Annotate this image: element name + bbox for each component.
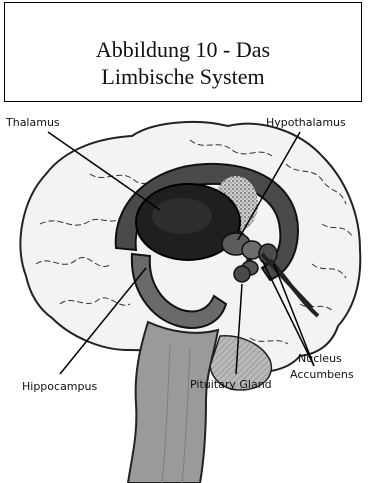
brain-diagram: Thalamus Hypothalamus Nucleus Accumbens … [0,104,368,483]
label-thalamus: Thalamus [5,116,60,129]
pituitary-shape [234,266,250,282]
label-nucleus: Nucleus [298,352,342,365]
caption-line-1: Abbildung 10 - Das [96,36,270,63]
caption-line-2: Limbische System [101,63,264,90]
label-accumbens: Accumbens [290,368,354,381]
label-hippocampus: Hippocampus [22,380,97,393]
brainstem-shape [128,322,218,483]
label-pituitary-gland: Pituitary Gland [190,378,272,391]
figure-caption-box: Abbildung 10 - Das Limbische System [4,2,362,102]
label-hypothalamus: Hypothalamus [266,116,346,129]
brain-illustration: Thalamus Hypothalamus Nucleus Accumbens … [0,104,368,483]
